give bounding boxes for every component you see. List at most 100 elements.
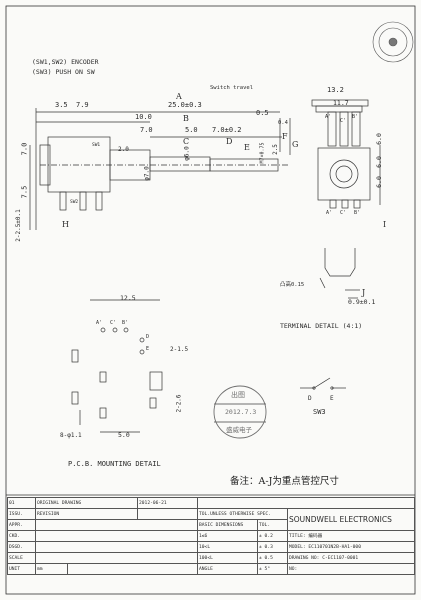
dim-2: 2.0 [118, 146, 129, 153]
tol-row-3-range: 100<L [197, 552, 259, 564]
title-block: 01 ORIGINAL DRAWING 2012-06-21 ISSU. REV… [7, 497, 416, 575]
drawing-number-label: DRAWING NO: [289, 555, 320, 561]
dim-7c: 7.0 [20, 142, 29, 156]
unit-value: mm [35, 563, 68, 575]
marker-a: A [176, 92, 182, 101]
sw1-label: SW1 [92, 143, 101, 148]
pcb-pin-a: A' [96, 320, 103, 326]
rev-description: ORIGINAL DRAWING [34, 497, 139, 509]
dim-0-9: 0.9±0.1 [348, 298, 376, 306]
pcb-pin-c: C' [110, 320, 117, 326]
issue-stamp [213, 385, 267, 439]
dim-phi7: φ7.0 [143, 166, 151, 181]
model-number: EC110701N2B-HA1-000 [308, 544, 361, 550]
tol-row-1-range: 1≤6 [197, 530, 259, 542]
drawing-number: C-EC1107-0001 [322, 555, 359, 561]
title-label: TITLE: [289, 534, 306, 539]
dim-0-5: 0.5 [256, 109, 269, 117]
tol-label: TOL. [257, 519, 289, 531]
pcb-dim-8-1-1: 8-φ1.1 [60, 432, 82, 439]
dim-7b: 7.0±0.2 [212, 126, 242, 134]
pin-bottom-c: C' [340, 210, 347, 216]
terminal-detail-title: TERMINAL DETAIL (4:1) [280, 322, 363, 330]
pcb-dim-2-2-6: 2-2.6 [175, 394, 183, 413]
front-view [29, 108, 291, 230]
note-push-switch: (SW3) PUSH ON SW [32, 68, 95, 76]
sheet-number-label: NO: [287, 563, 416, 575]
sheet-border [5, 5, 416, 595]
dim-3-5: 3.5 [55, 101, 68, 109]
company-seal [372, 21, 414, 63]
pin-top-c: C' [340, 118, 347, 124]
sw3-d-label: D [308, 395, 312, 402]
stamp-bottom: 盛威电子 [226, 426, 252, 434]
model-label: MODEL: [289, 544, 306, 550]
dim-phi6: φ6.0 [183, 146, 191, 161]
dim-6c: 6.0 [374, 176, 383, 188]
dim-0-15: 凸高0.15 [280, 282, 305, 288]
encoder-body [47, 136, 111, 193]
pcb-pin-b: B' [122, 320, 129, 326]
dim-6a: 6.0 [374, 133, 383, 145]
tol-row-4-value: ± 5° [257, 563, 289, 575]
remark-note: 备注：A-J为重点管控尺寸 [230, 476, 339, 487]
tol-row-2-range: 10<L [197, 541, 259, 553]
tol-row-1-value: ± 0.2 [257, 530, 289, 542]
pin-top-b: B' [352, 114, 359, 120]
company-name: SOUNDWELL ELECTRONICS [287, 508, 416, 531]
rev-number: 01 [7, 497, 36, 509]
pin-bottom-b: B' [354, 210, 361, 216]
product-title-cn: 编码器 [308, 534, 323, 539]
pcb-title: P.C.B. MOUNTING DETAIL [68, 460, 161, 468]
marker-j: J [362, 288, 366, 297]
tol-row-2-value: ± 0.3 [257, 541, 289, 553]
dim-2-5: 2.5 [271, 144, 279, 155]
shaft-circle [329, 159, 359, 189]
sw3-label: SW3 [313, 408, 326, 416]
dim-7-9: 7.9 [76, 101, 89, 109]
sw3-symbol [300, 377, 346, 390]
issue-label: ISSU. [7, 508, 36, 520]
dim-11-7: 11.7 [333, 99, 349, 107]
revision-label: REVISION [34, 508, 139, 520]
tol-row-4-range: ANGLE [197, 563, 259, 575]
pcb-detail-sketch [71, 299, 163, 433]
stamp-date: 2012.7.3 [225, 408, 257, 416]
sw2-label: SW2 [70, 200, 79, 205]
marker-d: D [226, 137, 233, 146]
pcb-pin-e: E [146, 346, 150, 352]
pcb-dim-12-5: 12.5 [120, 294, 136, 302]
switch-travel-label: Switch travel [210, 85, 254, 91]
marker-b: B [183, 114, 189, 123]
pcb-dim-2-1-5: 2-1.5 [170, 346, 189, 353]
sw3-e-label: E [330, 395, 334, 402]
dim-m7: M7×0.75 [259, 142, 266, 164]
unit-label: UNIT [7, 563, 36, 575]
dim-7-5: 7.5 [20, 185, 29, 199]
rev-date: 2012-06-21 [137, 497, 199, 509]
scale-label: SCALE [7, 552, 36, 564]
pcb-pin-d: D [146, 334, 150, 340]
pin-top-a: A' [325, 114, 332, 120]
dim-5: 5.0 [185, 126, 198, 134]
stamp-top: 出图 [231, 391, 245, 399]
tol-row-3-value: ± 0.5 [257, 552, 289, 564]
marker-g: G [292, 140, 299, 149]
dim-6b: 6.0 [374, 156, 383, 168]
marker-h: H [62, 220, 69, 229]
marker-c: C [183, 137, 190, 146]
dim-13-2: 13.2 [327, 86, 344, 94]
dim-0-4: 0.4 [278, 120, 288, 126]
dim-10: 10.0 [135, 113, 152, 121]
side-view [311, 99, 381, 209]
checked-label: CKD. [7, 530, 36, 542]
note-encoder: (SW1,SW2) ENCODER [32, 58, 99, 66]
terminal-detail-sketch [319, 248, 360, 299]
pin-bottom-a: A' [326, 210, 333, 216]
dim-25: 25.0±0.3 [168, 101, 202, 109]
marker-f: F [282, 132, 288, 141]
approval-label: APPR. [7, 519, 36, 531]
dim-7a: 7.0 [140, 126, 153, 134]
basic-dimensions-label: BASIC DIMENSIONS [197, 519, 259, 531]
tol-note: TOL.UNLESS OTHERWISE SPEC. [197, 508, 289, 520]
